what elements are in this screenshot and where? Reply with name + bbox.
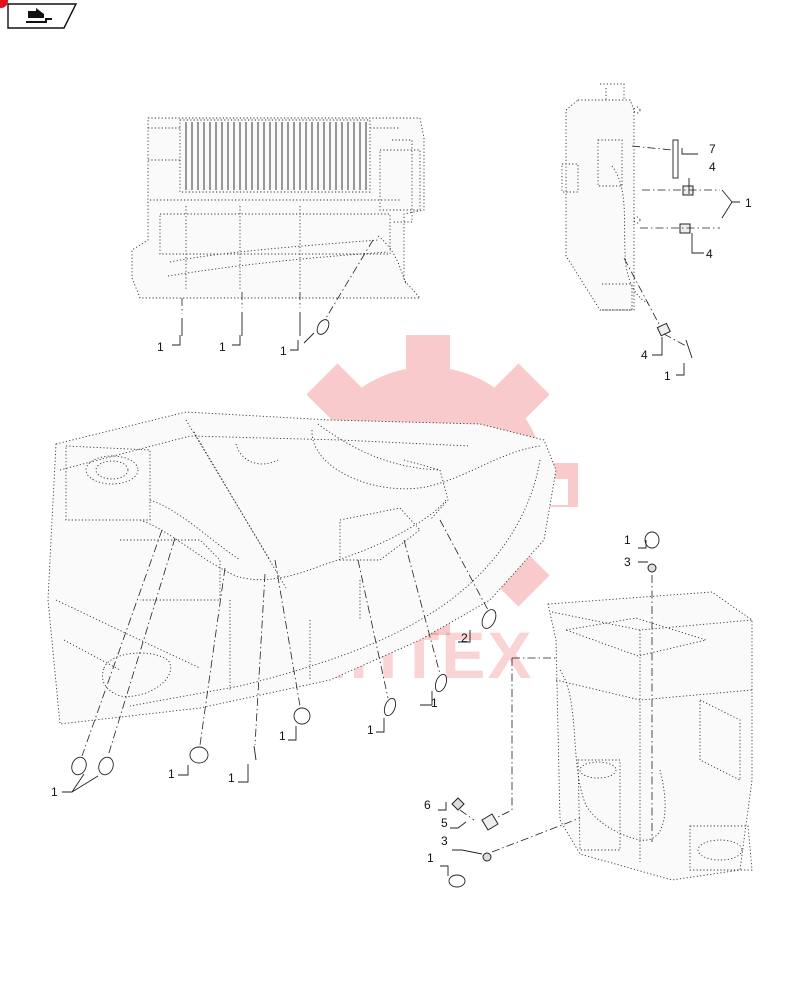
callout-label: 1	[427, 851, 434, 865]
callout-labels: 1 1 1 7 4 1 4 4 1 1 3 2 1 1 1 1 1 1 6 5 …	[51, 142, 752, 865]
callout-label: 1	[157, 340, 164, 354]
hose-clamp-parts	[71, 609, 497, 776]
chassis-frame-view	[47, 411, 557, 725]
callout-label: 5	[441, 816, 448, 830]
callout-label: 6	[424, 798, 431, 812]
callout-label: 4	[706, 247, 713, 261]
frame-bracket-view	[561, 83, 651, 311]
callout-label: 1	[367, 723, 374, 737]
callout-label: 1	[664, 369, 671, 383]
callout-label: 3	[624, 555, 631, 569]
fitting-parts-bottom	[448, 531, 660, 888]
callout-label: 1	[279, 729, 286, 743]
callout-label: 2	[461, 631, 468, 645]
callout-label: 7	[709, 142, 716, 156]
callout-label: 1	[51, 785, 58, 799]
callout-label: 1	[431, 696, 438, 710]
cooler-assembly-view	[131, 117, 425, 299]
back-button[interactable]	[6, 3, 78, 29]
accent-corner-dot	[0, 0, 8, 8]
callout-label: 1	[219, 340, 226, 354]
callout-label: 1	[228, 771, 235, 785]
callout-label: 3	[441, 834, 448, 848]
back-arrow-icon	[26, 8, 52, 23]
tank-box-view	[547, 591, 753, 881]
callout-label: 4	[709, 160, 716, 174]
callout-label: 1	[624, 533, 631, 547]
o-ring-top	[181, 312, 330, 336]
callout-label: 1	[745, 196, 752, 210]
callout-label: 4	[641, 348, 648, 362]
callout-label: 1	[280, 344, 287, 358]
harness-connectors-right	[656, 139, 694, 359]
callout-label: 1	[168, 767, 175, 781]
